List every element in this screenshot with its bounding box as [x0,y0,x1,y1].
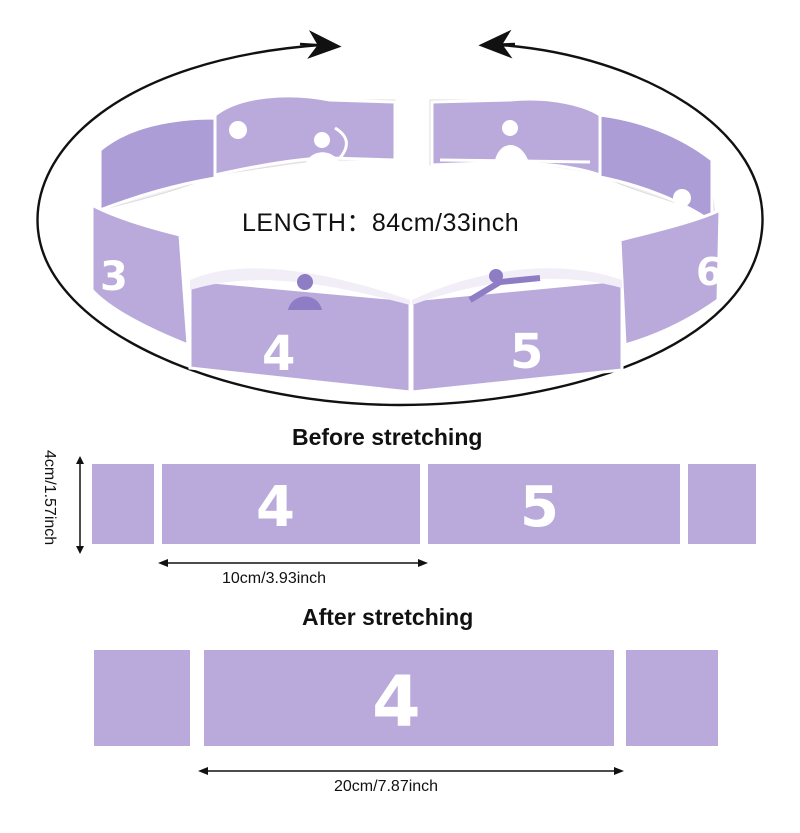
after-segment-left [94,650,190,746]
before-band: 4 5 [88,456,758,552]
before-segment-left [92,464,154,544]
after-width-label: 20cm/7.87inch [334,778,439,795]
band-inner-left [190,268,410,305]
figure-icon [297,274,313,290]
rowing-figure-icon [502,120,518,136]
before-height-label: 4cm/1.57inch [41,450,58,546]
arrow-head-right [478,29,516,59]
before-segment-5 [428,464,680,544]
badge-icon [673,189,691,207]
band-segment-left-upper [98,116,217,213]
band-inner-right [412,268,622,305]
arrow-head-left [299,30,342,59]
loop-number-6: 6 [696,250,722,294]
after-segment-right [626,650,718,746]
band-segment-top-left [213,94,397,177]
band-segment-right-upper [598,113,714,225]
band-segment-left [90,202,190,348]
height-dimension-line [76,456,84,554]
archer-figure-icon [314,132,330,148]
length-label: LENGTH：84cm/33inch [242,209,520,237]
loop-number-4: 4 [262,326,295,382]
before-segment-right [688,464,756,544]
band-segment-front-5 [410,278,624,394]
before-width-dimension-line [158,559,428,567]
loop-band-illustration: 3 4 5 6 [36,29,764,407]
before-heading: Before stretching [292,424,483,450]
after-width-dimension-line [198,767,624,775]
after-heading: After stretching [302,604,474,630]
before-number-5: 5 [520,475,559,540]
length-ellipse-arrow-right [36,43,764,407]
band-segment-right [618,207,722,347]
band-segment-top-right [430,97,602,178]
loop-number-3: 3 [100,254,128,300]
after-band: 4 [92,640,720,758]
before-segment-4 [162,464,420,544]
before-width-label: 10cm/3.93inch [222,570,327,587]
after-number-4: 4 [372,661,421,743]
before-number-4: 4 [256,475,295,540]
after-segment-4 [204,650,614,746]
badge-icon [229,121,247,139]
band-segment-front-4 [188,278,412,394]
loop-number-5: 5 [510,324,543,380]
